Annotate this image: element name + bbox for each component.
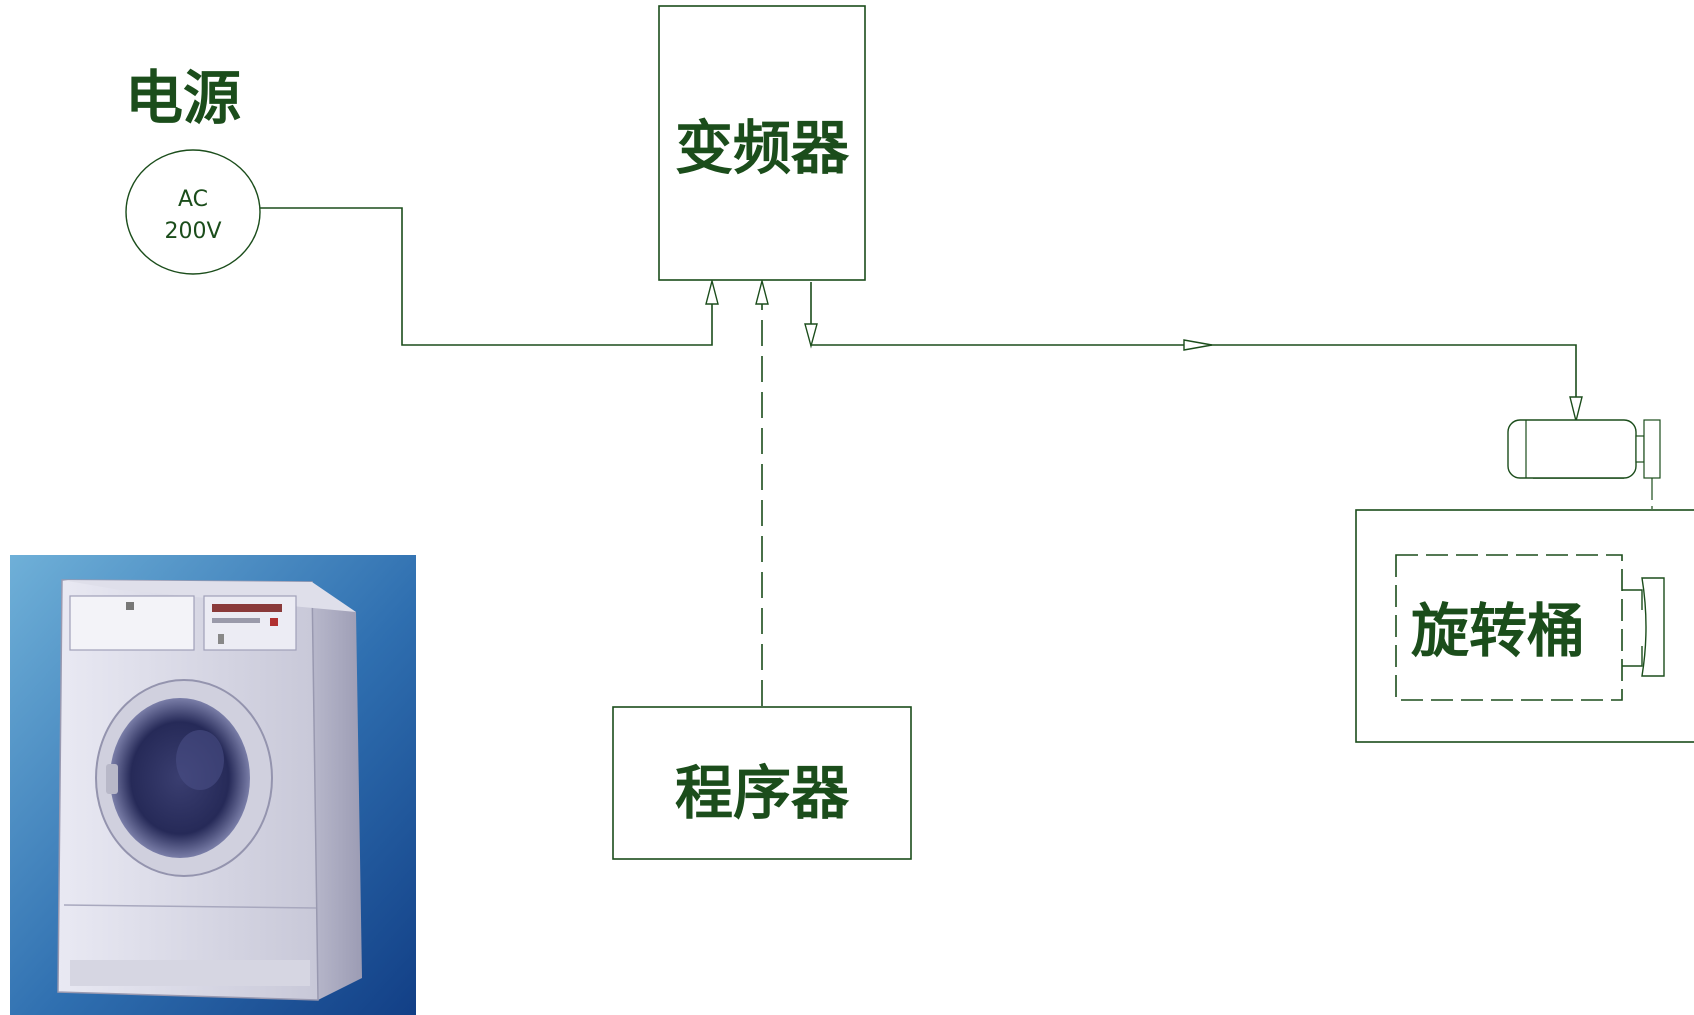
arrow-up-signal xyxy=(755,278,769,305)
washing-machine-photo xyxy=(10,555,416,1015)
programmer-box xyxy=(612,706,912,860)
machine-housing xyxy=(1355,509,1694,743)
drum-pulley xyxy=(1641,577,1665,677)
programmer-block: 程序器 xyxy=(612,706,912,860)
motor-body xyxy=(1507,419,1637,479)
programmer-label: 程序器 xyxy=(675,759,850,827)
arrows xyxy=(705,278,1583,422)
drum-label: 旋转桶 xyxy=(1411,597,1585,665)
inverter-label: 变频器 xyxy=(675,114,850,182)
inverter-block: 变频器 xyxy=(658,5,866,281)
arrow-down-output xyxy=(804,323,818,349)
ac-source-circle xyxy=(125,149,261,275)
drum-assembly: 旋转桶 xyxy=(1355,419,1694,743)
inverter-box xyxy=(658,5,866,281)
rotating-drum xyxy=(1395,554,1623,701)
motor-shaft xyxy=(1635,435,1645,463)
voltage-label: 200V xyxy=(164,219,221,244)
power-label: 电源 xyxy=(125,64,241,132)
ac-label: AC xyxy=(178,187,208,212)
power-source: 电源 AC 200V xyxy=(125,64,261,275)
arrow-up-power xyxy=(705,278,719,305)
motor-pulley xyxy=(1643,419,1661,479)
arrow-right-output xyxy=(1183,339,1213,351)
power-wire xyxy=(260,207,713,346)
arrow-down-motor xyxy=(1569,396,1583,422)
output-wire xyxy=(810,282,1577,420)
